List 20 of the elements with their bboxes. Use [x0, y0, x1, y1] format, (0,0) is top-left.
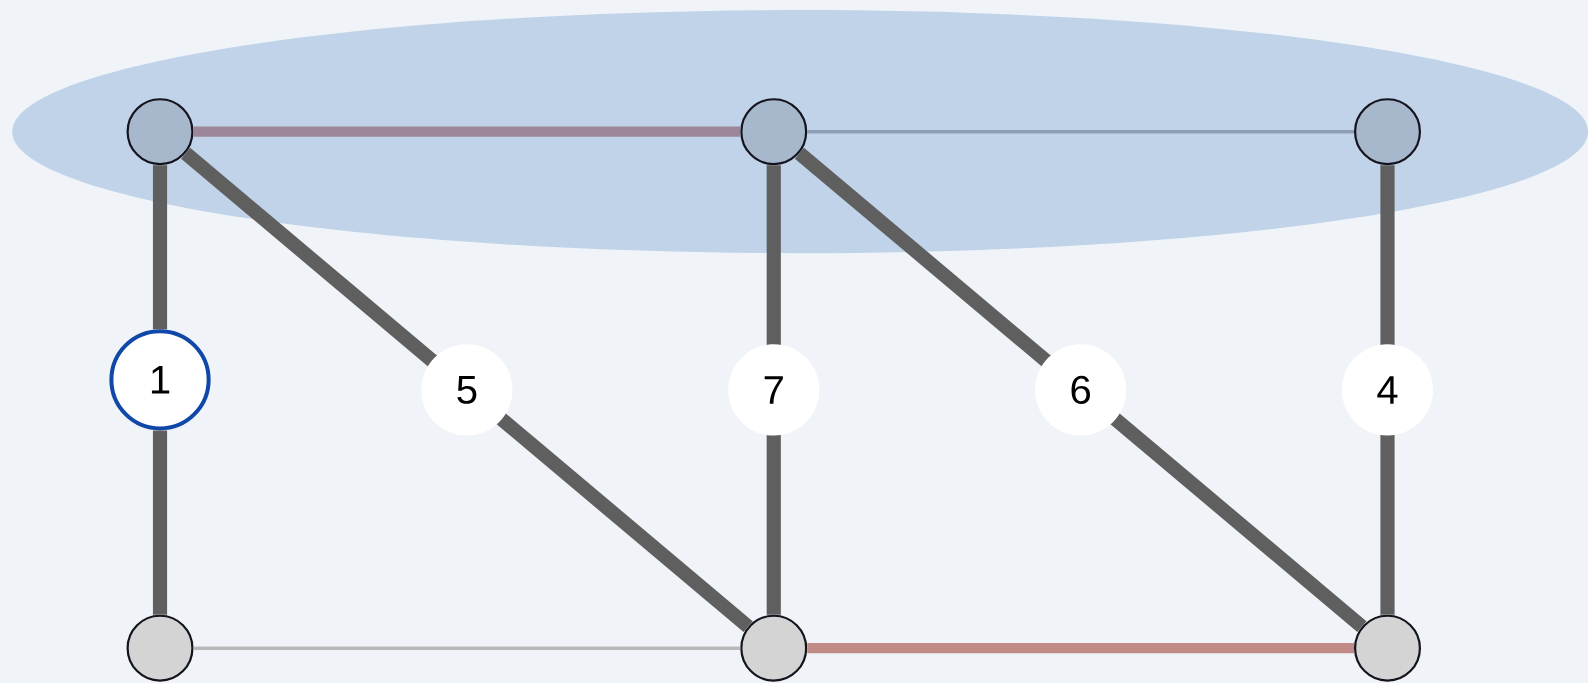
edge-label: 6 — [1035, 344, 1127, 436]
edge-line — [152, 430, 168, 615]
edge-line — [794, 147, 1367, 632]
vertex-circle — [1354, 98, 1421, 166]
edge-label: 5 — [421, 344, 513, 436]
vertex-circle — [1354, 614, 1421, 682]
vertex-circle — [126, 98, 194, 166]
edge-line — [152, 165, 168, 330]
edge-line — [193, 646, 741, 650]
circled-label: 1 — [109, 329, 211, 431]
vertex-circle — [126, 614, 194, 682]
edge-label: 4 — [1341, 344, 1434, 436]
edge-line — [807, 129, 1354, 134]
edge-label: 7 — [728, 344, 820, 436]
vertex-circle — [740, 98, 808, 166]
vertex-circle — [740, 614, 808, 682]
edge-line — [807, 643, 1354, 654]
highlight-ellipse — [12, 10, 1588, 254]
edge-line — [181, 147, 753, 632]
edge-line — [193, 126, 741, 137]
